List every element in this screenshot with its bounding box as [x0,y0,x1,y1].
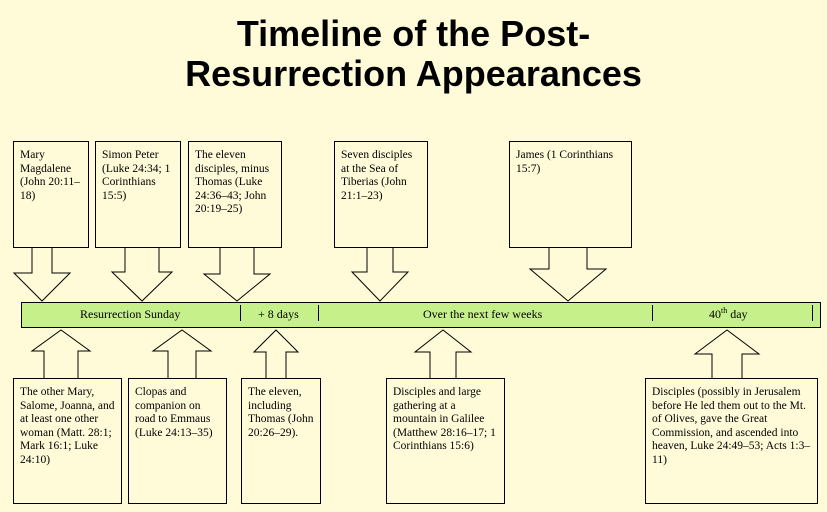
arrow-down-1 [12,247,72,302]
arrow-up-5 [693,329,761,378]
timeline-divider [812,305,813,321]
arrow-down-3 [202,247,272,302]
segment-40th-day-unit: day [727,307,748,321]
segment-resurrection-sunday: Resurrection Sunday [80,307,181,321]
appearance-text: Simon Peter (Luke 24:34; 1 Corinthians 1… [102,149,171,202]
timeline-divider [652,305,653,321]
appearance-text: James (1 Corinthians 15:7) [516,149,614,175]
arrow-down-5 [528,247,608,302]
appearance-text: Disciples and large gathering at a mount… [393,386,496,452]
appearance-text: Seven disciples at the Sea of Tiberias (… [341,149,413,202]
arrow-down-2 [110,247,174,302]
segment-next-few-weeks: Over the next few weeks [423,307,543,321]
appearance-box-simon-peter: Simon Peter (Luke 24:34; 1 Corinthians 1… [95,141,181,248]
timeline-divider [240,305,241,321]
appearance-box-eleven-with-thomas: The eleven, including Thomas (John 20:26… [241,378,321,504]
arrow-up-1 [30,329,92,378]
timeline-divider [318,305,319,321]
appearance-box-eleven-minus-thomas: The eleven disciples, minus Thomas (Luke… [188,141,282,248]
segment-plus-8-days: + 8 days [258,307,299,321]
appearance-box-ascension: Disciples (possibly in Jerusalem before … [645,378,818,504]
appearance-text: Mary Magdalene (John 20:11–18) [20,149,80,202]
segment-40th-day-suffix: th [721,306,728,315]
appearance-box-mary-magdalene: Mary Magdalene (John 20:11–18) [13,141,89,248]
timeline-bar [21,302,821,328]
appearance-text: Disciples (possibly in Jerusalem before … [652,386,811,466]
arrow-up-2 [151,329,213,378]
appearance-box-seven-disciples: Seven disciples at the Sea of Tiberias (… [334,141,428,248]
appearance-text: The eleven, including Thomas (John 20:26… [248,386,314,439]
page-title: Timeline of the Post- Resurrection Appea… [0,14,827,94]
arrow-up-4 [413,329,473,378]
appearance-text: Clopas and companion on road to Emmaus (… [135,386,213,439]
arrow-down-4 [350,247,410,302]
segment-40th-day: 40th day [709,306,748,322]
appearance-box-james: James (1 Corinthians 15:7) [509,141,632,248]
appearance-box-galilee: Disciples and large gathering at a mount… [386,378,505,504]
segment-40th-day-number: 40 [709,307,721,321]
appearance-text: The other Mary, Salome, Joanna, and at l… [20,386,115,466]
appearance-box-other-women: The other Mary, Salome, Joanna, and at l… [13,378,122,504]
arrow-up-3 [252,329,300,378]
title-line-2: Resurrection Appearances [185,53,642,94]
appearance-text: The eleven disciples, minus Thomas (Luke… [195,149,270,215]
title-line-1: Timeline of the Post- [236,13,591,54]
appearance-box-emmaus: Clopas and companion on road to Emmaus (… [128,378,227,504]
